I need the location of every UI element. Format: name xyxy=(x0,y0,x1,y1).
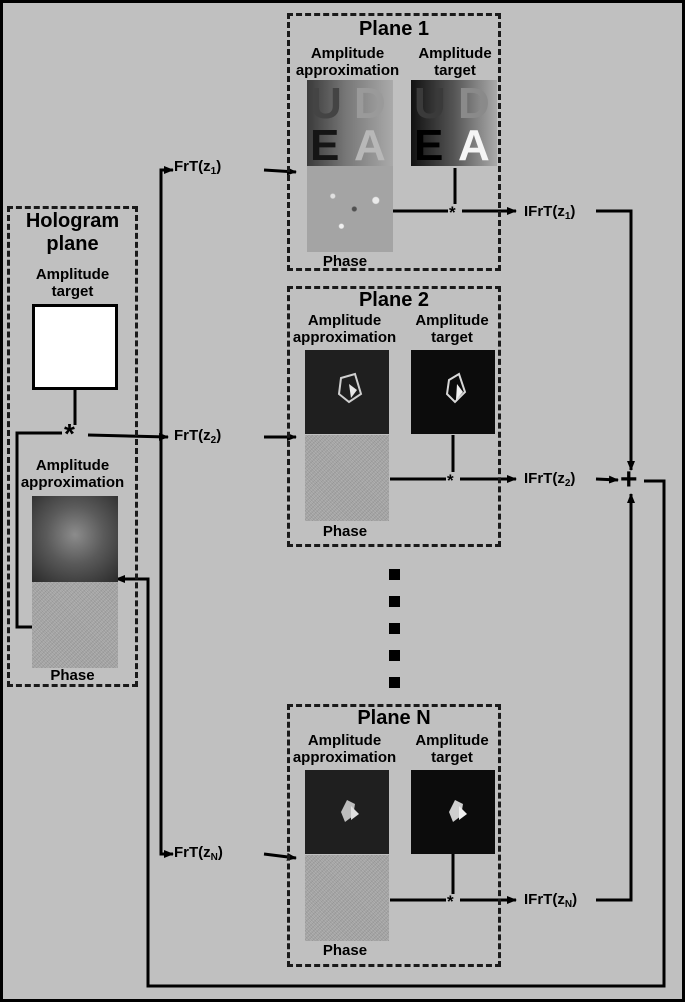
ellipsis-dot xyxy=(389,677,400,688)
plane-1-box xyxy=(287,13,501,271)
plane-2-multiply-symbol: * xyxy=(447,471,454,490)
plane-n-target-label: Amplitude target xyxy=(415,732,489,766)
plane-n-title: Plane N xyxy=(357,707,431,729)
plane-2-approximation-label: Amplitude approximation xyxy=(292,312,397,346)
plane-n-multiply-symbol: * xyxy=(447,892,454,911)
ellipsis-dot xyxy=(389,596,400,607)
plane-2-phase-label: Phase xyxy=(322,523,368,540)
frt-z2-label: FrT(z2) xyxy=(174,427,222,446)
plane-1-phase-image xyxy=(307,166,393,252)
plane-2-title: Plane 2 xyxy=(358,289,430,311)
plane-2-target-label: Amplitude target xyxy=(415,312,489,346)
plane-n-approximation-image xyxy=(305,770,389,854)
hologram-plane-title: Hologram plane xyxy=(25,210,120,255)
plane-1-multiply-symbol: * xyxy=(449,203,456,222)
plane-2-box xyxy=(287,286,501,547)
letter-e: E xyxy=(414,121,444,167)
plane-2-target-image xyxy=(411,350,495,434)
letter-u: U xyxy=(310,80,342,128)
plane-1-phase-label: Phase xyxy=(322,253,368,270)
letter-d: D xyxy=(458,80,490,128)
ellipsis-dot xyxy=(389,650,400,661)
plane-1-title: Plane 1 xyxy=(358,18,430,40)
plane-1-approximation-image: U D E A xyxy=(307,80,393,166)
plane-n-box xyxy=(287,704,501,967)
hologram-multiply-symbol: * xyxy=(64,418,75,449)
frt-z1-label: FrT(z1) xyxy=(174,158,222,177)
sum-symbol: + xyxy=(620,463,638,496)
plane-2-approximation-image xyxy=(305,350,389,434)
letter-d: D xyxy=(354,80,386,128)
letter-a: A xyxy=(354,121,386,167)
ifrt-zn-label: IFrT(zN) xyxy=(524,891,578,910)
letter-e: E xyxy=(310,121,340,167)
hologram-amplitude-approximation-image xyxy=(32,496,118,582)
ifrt-z1-label: IFrT(z1) xyxy=(524,203,576,222)
ifrt-z2-label: IFrT(z2) xyxy=(524,470,576,489)
hologram-phase-image xyxy=(32,582,118,668)
plane-2-phase-image xyxy=(305,435,389,521)
plane-n-phase-label: Phase xyxy=(322,942,368,959)
plane-n-phase-image xyxy=(305,855,389,941)
ellipsis-dot xyxy=(389,569,400,580)
hologram-amplitude-target-image xyxy=(32,304,118,390)
hologram-phase-label: Phase xyxy=(50,667,95,684)
plane-1-target-label: Amplitude target xyxy=(418,45,492,79)
hologram-amplitude-target-label: Amplitude target xyxy=(35,266,110,300)
frt-zn-label: FrT(zN) xyxy=(174,844,223,863)
plane-n-approximation-label: Amplitude approximation xyxy=(292,732,397,766)
plane-n-target-image xyxy=(411,770,495,854)
hologram-amplitude-approximation-label: Amplitude approximation xyxy=(20,457,125,491)
plane-1-target-image: U D E A xyxy=(411,80,497,166)
ellipsis-dot xyxy=(389,623,400,634)
plane-1-approximation-label: Amplitude approximation xyxy=(295,45,400,79)
letter-u: U xyxy=(414,80,446,128)
letter-a: A xyxy=(458,121,490,167)
hologram-plane-box xyxy=(7,206,138,687)
